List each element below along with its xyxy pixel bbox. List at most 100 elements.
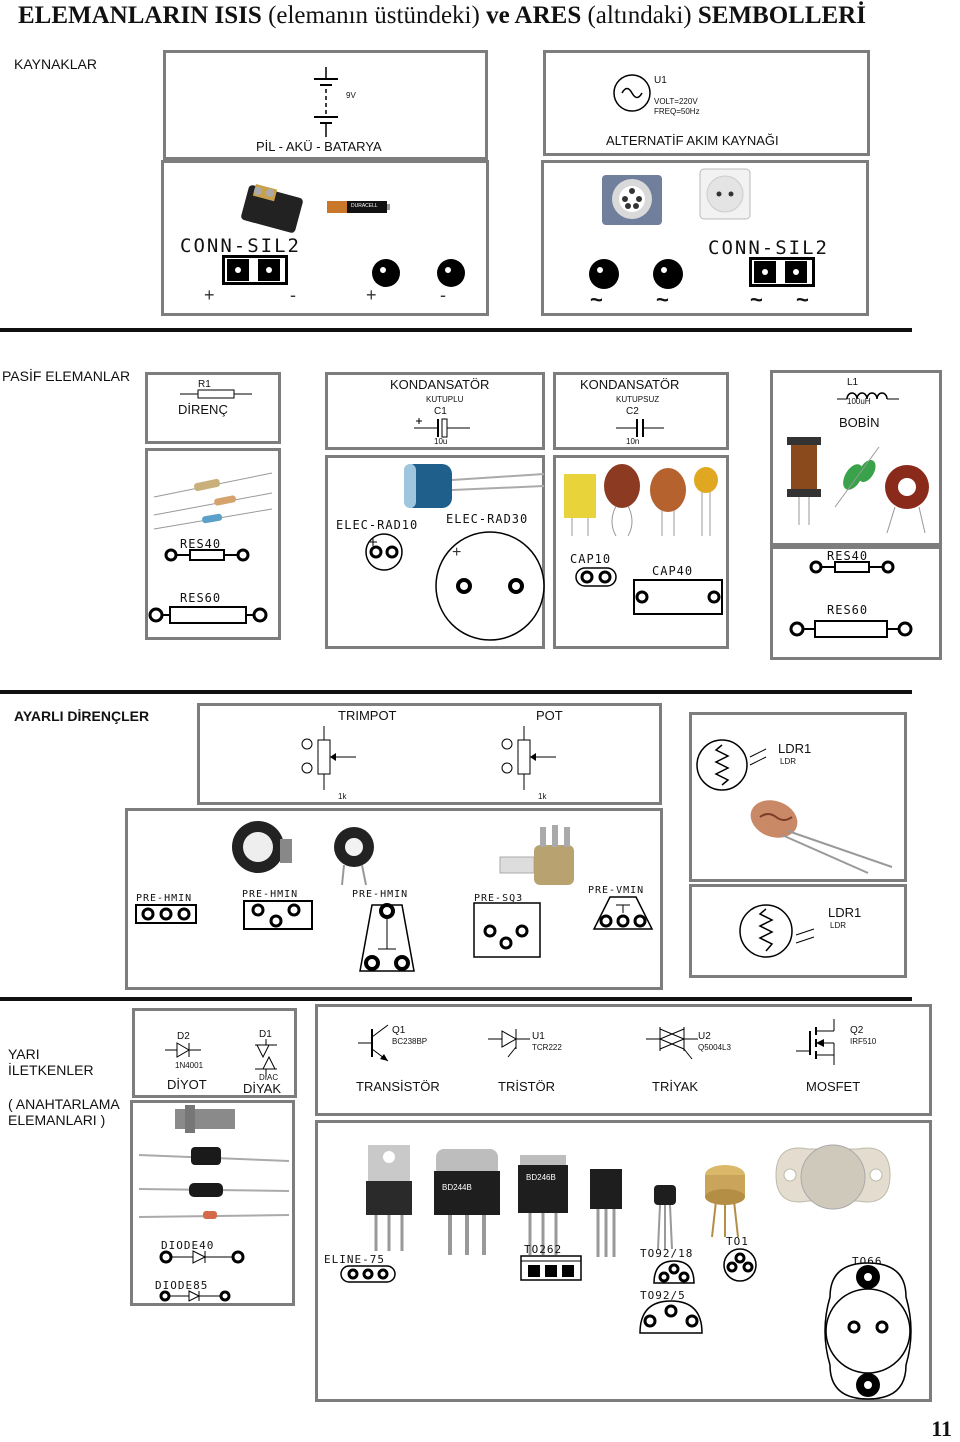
cap-title: KONDANSATÖR (580, 377, 680, 392)
res60-footprint-icon (789, 620, 913, 638)
ac-source-symbol-icon (613, 74, 651, 112)
section-label-semiconductors-2: İLETKENLER (8, 1062, 94, 1078)
battery-footprint-name: CONN-SIL2 (180, 235, 301, 257)
chip-bd246: BD246B (526, 1173, 556, 1182)
diode-symbol-box: D2 1N4001 DİYOT D1 DIAC DİYAK (132, 1008, 297, 1098)
resistor-symbol-icon (180, 389, 252, 399)
potentiometer-symbol-box: TRIMPOT POT 1k 1k (197, 703, 662, 805)
cap40-label: CAP40 (652, 564, 694, 578)
transistor-symbol-icon (358, 1024, 389, 1062)
battery-symbol-box: 9V PİL - AKÜ - BATARYA (163, 50, 488, 160)
polar-capacitor-symbol-box: KONDANSATÖR KUTUPLU C1 10u (325, 372, 545, 450)
section-label-semiconductors-1: YARI (8, 1046, 40, 1062)
to39-package-photo-icon (705, 1165, 745, 1238)
to1-label: TO1 (726, 1235, 749, 1248)
diode85-footprint-icon (159, 1290, 231, 1302)
switching-symbol-box: Q1 BC238BP TRANSİSTÖR U1 TCR222 TRİSTÖR … (315, 1004, 932, 1116)
res40-footprint-icon (809, 560, 895, 574)
to126-package-photo-icon (590, 1169, 622, 1257)
industrial-socket-photo-icon (602, 175, 662, 225)
to66-package-photo-icon (775, 1144, 891, 1210)
ac-volt: VOLT=220V (654, 97, 698, 106)
trimpot-label: TRIMPOT (338, 708, 397, 723)
diode85-label: DIODE85 (155, 1279, 209, 1292)
diode-symbol-icon (165, 1042, 201, 1058)
potentiometer-photo-icon (499, 825, 574, 885)
ldr-ref: LDR1 (778, 741, 812, 756)
cap-val: 10n (626, 437, 640, 446)
pad (437, 259, 465, 287)
ceramic-capacitor-photo-icon (564, 464, 718, 537)
diac-caption: DİYAK (243, 1081, 282, 1096)
to66-footprint-icon (824, 1262, 912, 1400)
ac-footprint-name: CONN-SIL2 (708, 237, 829, 259)
ldr-symbol-icon (696, 739, 767, 791)
to92-18-footprint-icon (653, 1260, 695, 1284)
plus-sign: + (452, 544, 462, 561)
tilde-mark: ~ (590, 287, 603, 312)
to262-footprint-icon (520, 1255, 582, 1281)
pad (754, 261, 776, 283)
ldr-photo-icon (750, 800, 893, 874)
diode40-footprint-icon (159, 1250, 245, 1264)
aa-battery-photo-icon (327, 201, 390, 213)
diac-ref: D1 (259, 1029, 272, 1040)
eline-label: ELINE-75 (324, 1253, 385, 1266)
page-title: ELEMANLARIN ISIS (elemanın üstündeki) ve… (18, 2, 866, 29)
to92-package-photo-icon (654, 1185, 676, 1250)
section-label-semiconductors-3: ( ANAHTARLAMA (8, 1096, 120, 1112)
pad (258, 259, 280, 281)
pre-hmin-footprint-icon (135, 904, 197, 924)
section-label-adjustable: AYARLI DİRENÇLER (14, 708, 150, 724)
ac-freq: FREQ=50Hz (654, 107, 700, 116)
cap-polar-val: 10u (434, 437, 448, 446)
pad (589, 259, 619, 289)
pad (372, 259, 400, 287)
ldr-type: LDR (780, 757, 797, 766)
res40-footprint-icon (164, 548, 250, 562)
ac-footprint-box: CONN-SIL2 ~ ~ ~ ~ (541, 160, 869, 316)
pre-sq3-label: PRE-SQ3 (474, 893, 524, 904)
trimpot-value: 1k (338, 792, 347, 801)
battery-symbol-icon (314, 67, 338, 137)
polar-capacitor-symbol-icon (414, 418, 470, 438)
pot-value: 1k (538, 792, 547, 801)
coil-box: L1 100uH BOBİN (770, 370, 942, 546)
resistor-footprint-box: RES40 RES60 (145, 448, 281, 640)
plus-sign: + (204, 285, 215, 305)
res60-footprint-icon (148, 606, 268, 624)
coil-res40-label: RES40 (827, 549, 869, 563)
capacitor-footprint-box: CAP10 CAP40 (553, 455, 729, 649)
ac-ref: U1 (654, 75, 667, 86)
mosfet-part: IRF510 (850, 1037, 877, 1046)
elec-rad30-footprint-icon (435, 531, 545, 641)
pre-hmin-label: PRE-HMIN (352, 889, 409, 900)
tilde-mark: ~ (796, 287, 809, 312)
potentiometer-footprint-box: PRE-HMIN PRE-HMIN PRE-HMIN PRE-SQ3 PRE-V… (125, 808, 663, 990)
to92-5-label: TO92/5 (640, 1289, 686, 1302)
tilde-mark: ~ (656, 287, 669, 312)
cap-polar-title: KONDANSATÖR (390, 377, 490, 392)
pot-symbol-icon (501, 726, 556, 790)
wall-socket-photo-icon (699, 168, 751, 220)
ldr-footprint-box: LDR1 LDR (689, 884, 907, 978)
resistor-photo-icon (153, 472, 273, 530)
minus-sign: - (440, 285, 446, 305)
section-divider (0, 690, 912, 694)
triac-caption: TRİYAK (652, 1079, 698, 1094)
ac-caption: ALTERNATİF AKIM KAYNAĞI (606, 133, 779, 148)
battery-brand: DURACELL (351, 203, 378, 209)
cap-polar-sub: KUTUPLU (426, 395, 464, 404)
ldr-footprint-icon (739, 904, 815, 958)
pot-label: POT (536, 708, 563, 723)
res40-label: RES40 (180, 537, 222, 551)
to220-package-photo-icon (366, 1145, 412, 1251)
pre-vmin-footprint-icon (592, 896, 654, 930)
pre-hmin-label: PRE-HMIN (136, 893, 193, 904)
battery-photo-icon (241, 183, 303, 233)
electrolytic-footprint-box: ELEC-RAD10 ELEC-RAD30 + (325, 455, 545, 649)
switching-footprint-box: BD246B BD244B ELINE-75 TO262 (315, 1120, 932, 1402)
triac-part: Q5004L3 (698, 1043, 731, 1052)
coil-symbol-icon (837, 392, 899, 400)
plus-sign: + (366, 285, 377, 305)
